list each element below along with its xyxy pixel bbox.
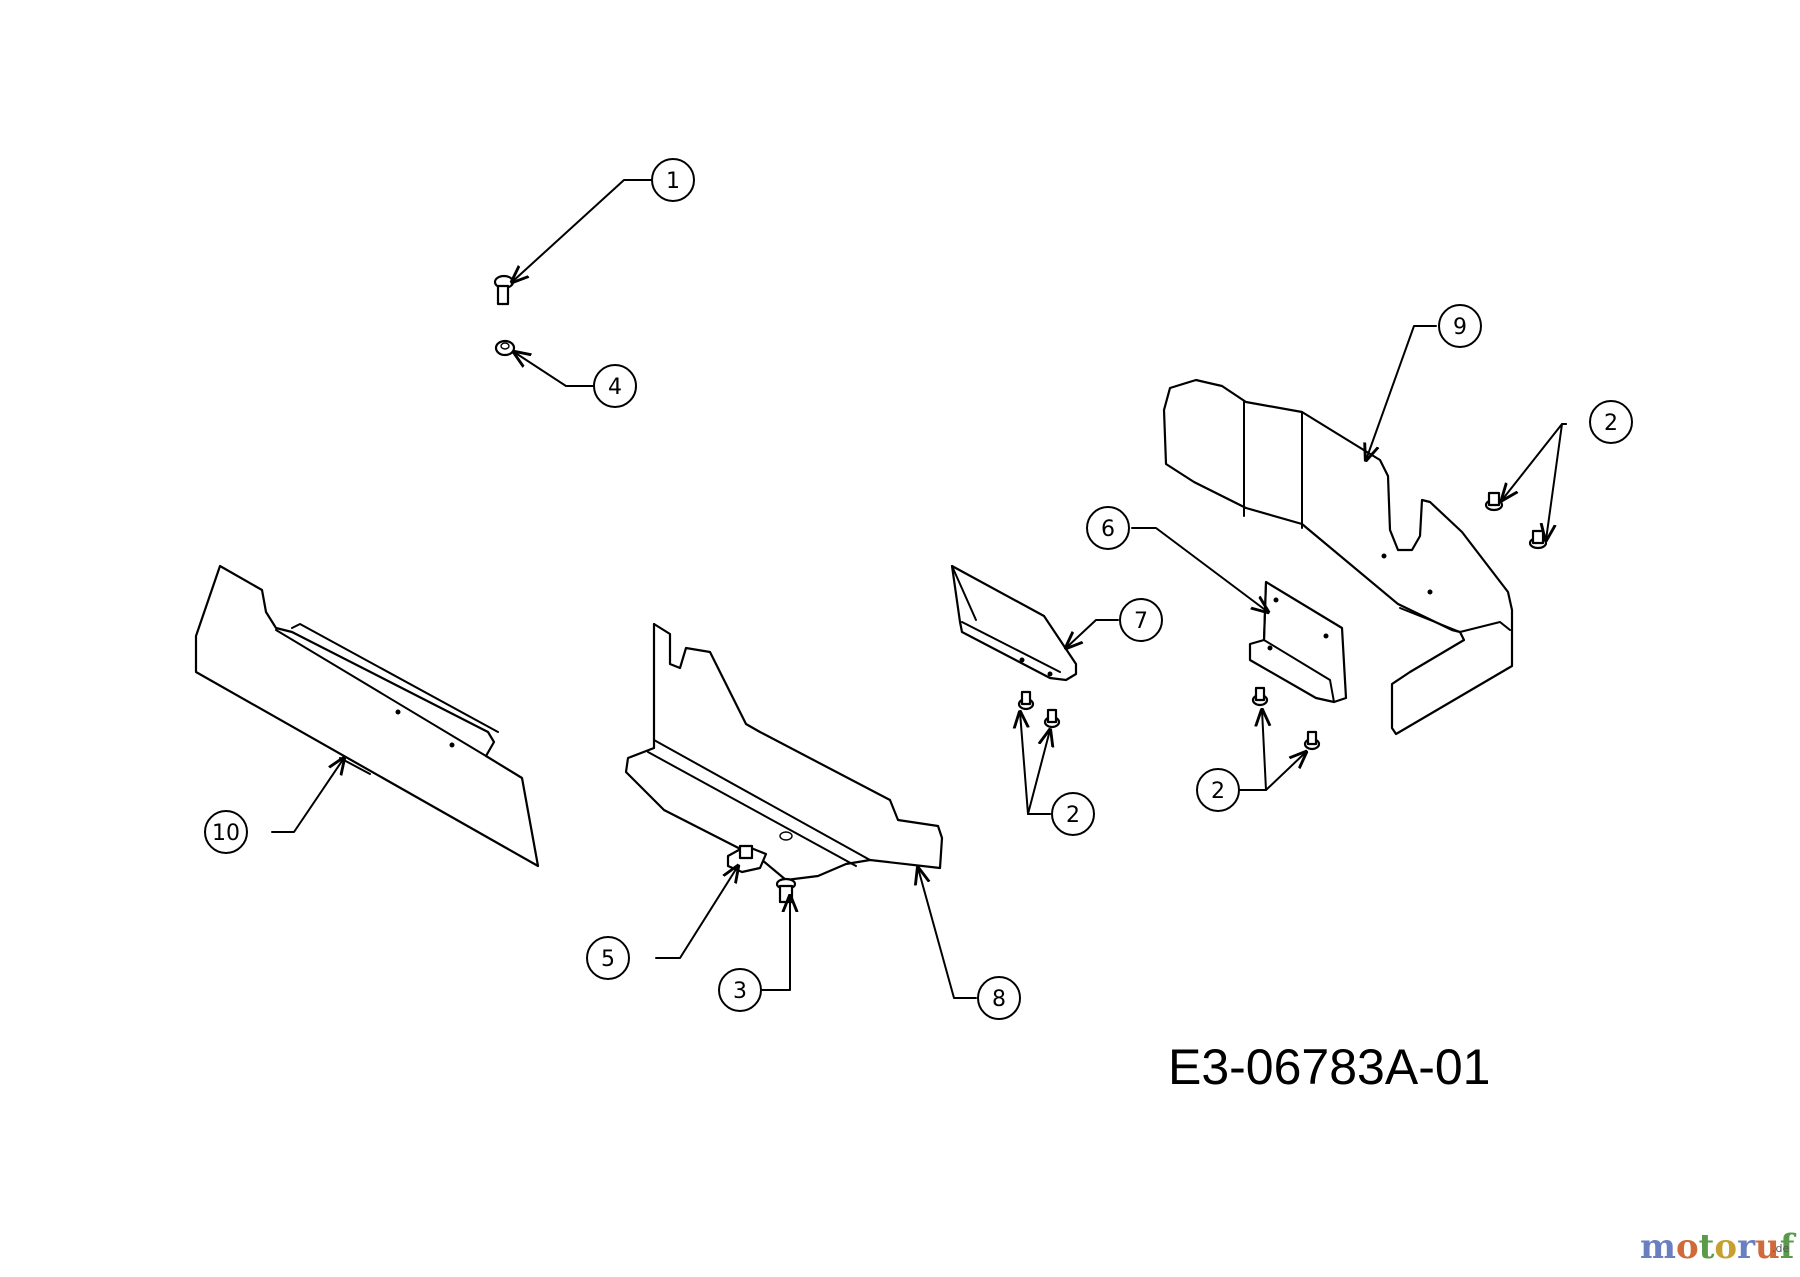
watermark-letter: o xyxy=(1714,1227,1737,1267)
watermark-letter: r xyxy=(1737,1227,1756,1267)
watermark-letter: o xyxy=(1676,1227,1699,1267)
callout-2-top-label: 2 xyxy=(1604,411,1618,436)
part-3-bolt xyxy=(775,877,797,904)
callout-10-label: 10 xyxy=(212,821,240,846)
part-6-bracket xyxy=(1248,580,1348,704)
part-9-rear-shield xyxy=(1162,378,1514,736)
callout-9-label: 9 xyxy=(1453,315,1467,340)
watermark-letter: u xyxy=(1755,1227,1780,1267)
callout-2-middle: 2 xyxy=(1051,792,1095,836)
part-7-bracket xyxy=(950,564,1078,682)
callout-2-right: 2 xyxy=(1196,768,1240,812)
part-10-side-shield xyxy=(194,564,540,868)
callout-7-label: 7 xyxy=(1134,609,1148,634)
watermark-letter: t xyxy=(1699,1227,1715,1267)
callout-8: 8 xyxy=(977,976,1021,1020)
drawing-code: E3-06783A-01 xyxy=(1168,1039,1490,1095)
watermark-letter: m xyxy=(1640,1227,1676,1267)
callout-3-label: 3 xyxy=(733,979,747,1004)
callout-4: 4 xyxy=(593,364,637,408)
part-1-bolt xyxy=(493,274,515,306)
watermark-text: motoruf xyxy=(1640,1227,1797,1267)
callout-8-label: 8 xyxy=(992,987,1006,1012)
callout-2-top: 2 xyxy=(1589,400,1633,444)
part-8-center-shield xyxy=(624,622,944,882)
callout-4-label: 4 xyxy=(608,375,622,400)
callout-6-label: 6 xyxy=(1101,517,1115,542)
callout-6: 6 xyxy=(1086,506,1130,550)
part-4-nut xyxy=(494,339,516,357)
callout-10: 10 xyxy=(204,810,248,854)
callout-5: 5 xyxy=(586,936,630,980)
watermark-logo: motoruf .de xyxy=(1640,1227,1797,1267)
callout-9: 9 xyxy=(1438,304,1482,348)
watermark-letter: f xyxy=(1780,1227,1797,1267)
callout-1-label: 1 xyxy=(666,169,680,194)
leader-lines xyxy=(271,179,1567,999)
callout-3: 3 xyxy=(718,968,762,1012)
callout-2-right-label: 2 xyxy=(1211,779,1225,804)
callout-5-label: 5 xyxy=(601,947,615,972)
callout-7: 7 xyxy=(1119,598,1163,642)
callout-1: 1 xyxy=(651,158,695,202)
watermark-tld: .de xyxy=(1772,1242,1789,1255)
callout-2-middle-label: 2 xyxy=(1066,803,1080,828)
